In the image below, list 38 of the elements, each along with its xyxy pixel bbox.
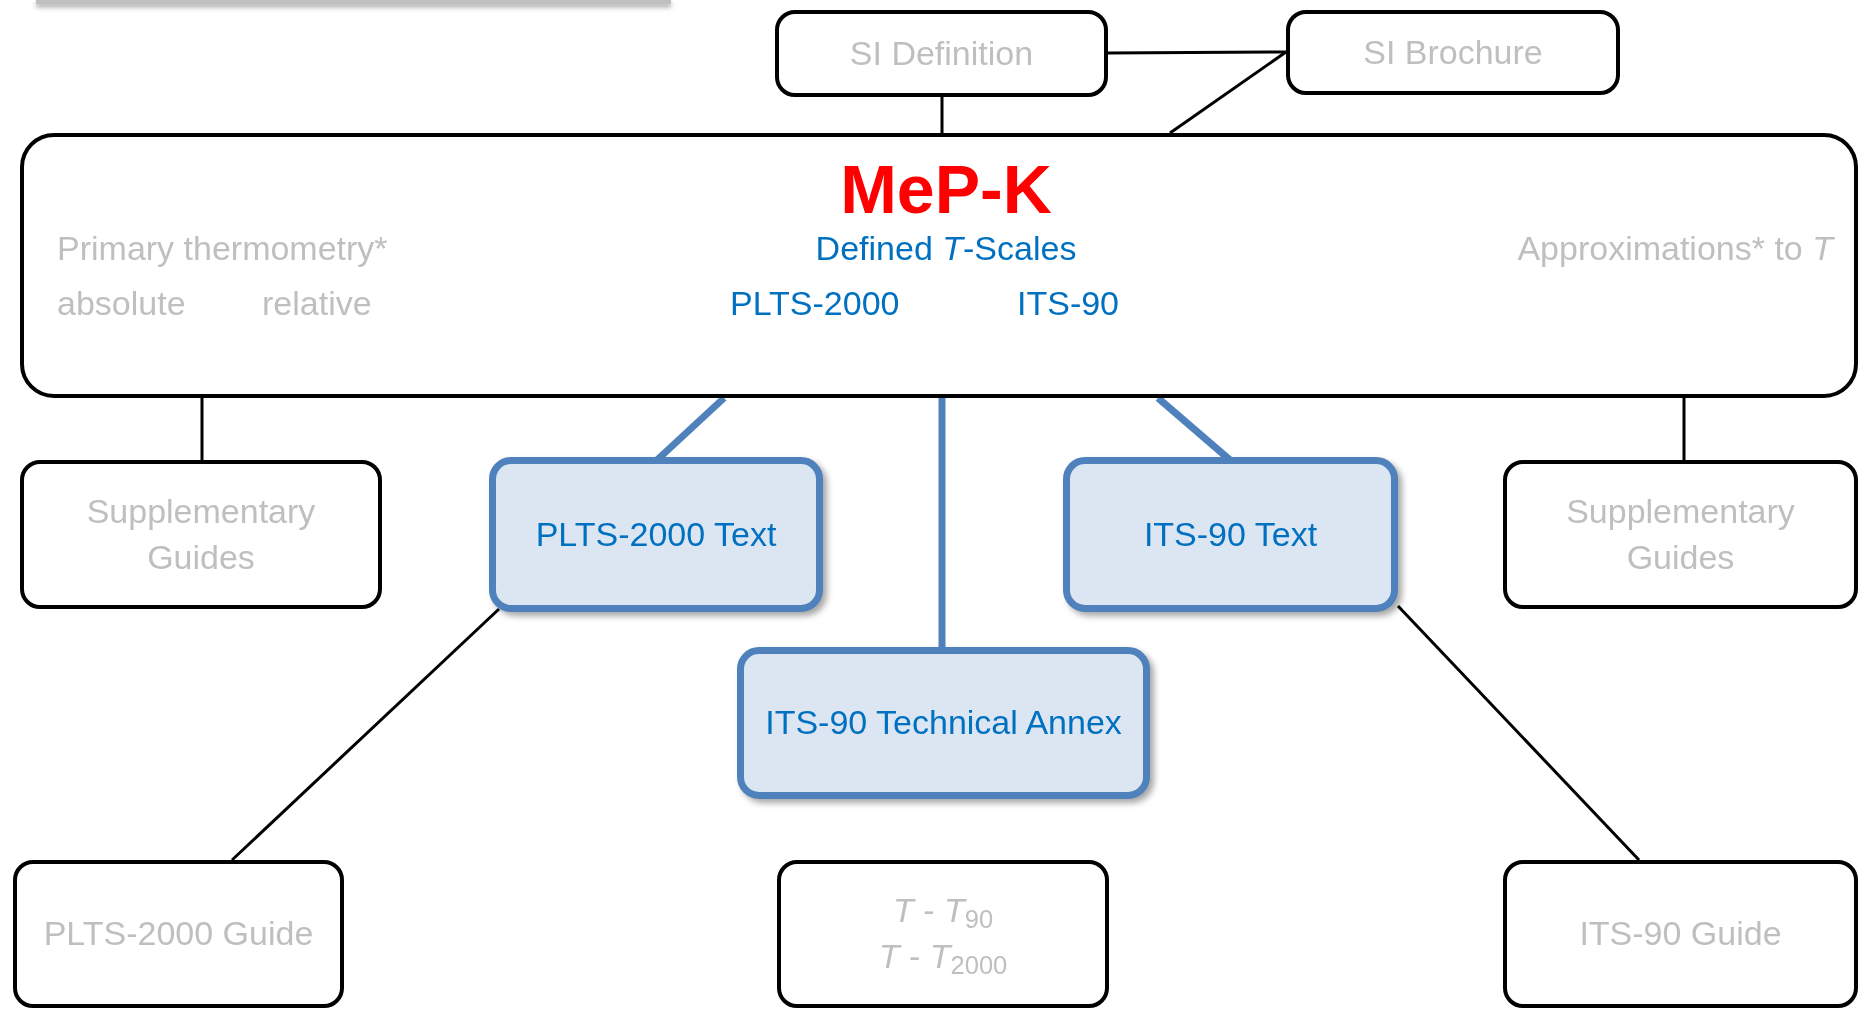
node-text: Defined T-Scales bbox=[815, 229, 1077, 267]
connector-line bbox=[1108, 50, 1286, 55]
node-text: Supplementary Guides bbox=[1565, 490, 1796, 578]
process-box bbox=[20, 460, 382, 609]
highlighted-box bbox=[1063, 457, 1398, 612]
node-text: ITS-90 Guide bbox=[1579, 913, 1782, 955]
process-box bbox=[777, 860, 1109, 1008]
node-text: PLTS-2000 Guide bbox=[43, 913, 314, 955]
connector-line bbox=[230, 607, 501, 862]
node-text: T - T$_{90}$ bbox=[892, 890, 994, 934]
node-text: ITS-90 Technical Annex bbox=[765, 702, 1122, 744]
node-text: Supplementary Guides bbox=[85, 490, 317, 578]
node-text: PLTS-2000 bbox=[730, 284, 900, 322]
connector-line bbox=[200, 398, 204, 460]
node-text: T - T$_{2000}$ bbox=[878, 936, 1008, 980]
process-box bbox=[13, 860, 344, 1008]
node-text: ITS-90 bbox=[1017, 284, 1120, 322]
highlighted-box bbox=[489, 457, 823, 612]
node-text: Primary thermometry* bbox=[57, 229, 388, 267]
connector-line bbox=[1396, 604, 1641, 862]
node-text: absolute bbox=[57, 284, 186, 322]
process-box bbox=[1503, 860, 1858, 1008]
node-text: PLTS-2000 Text bbox=[535, 513, 777, 555]
node-text: ITS-90 Text bbox=[1143, 513, 1318, 555]
node-text: SI Brochure bbox=[1363, 31, 1543, 73]
connector-line bbox=[1169, 50, 1287, 135]
connector-line bbox=[1682, 398, 1686, 460]
process-box bbox=[1286, 10, 1620, 95]
highlighted-box bbox=[737, 647, 1150, 799]
node-text: relative bbox=[262, 284, 372, 322]
node-text: Approximations* to T bbox=[1517, 229, 1833, 267]
process-box bbox=[1503, 460, 1858, 609]
main-box bbox=[20, 133, 1858, 398]
node-text: SI Definition bbox=[849, 32, 1034, 74]
title-text: MeP-K bbox=[840, 151, 1052, 227]
connector-line bbox=[938, 398, 946, 647]
process-box bbox=[775, 10, 1108, 97]
connector-line bbox=[940, 97, 944, 133]
